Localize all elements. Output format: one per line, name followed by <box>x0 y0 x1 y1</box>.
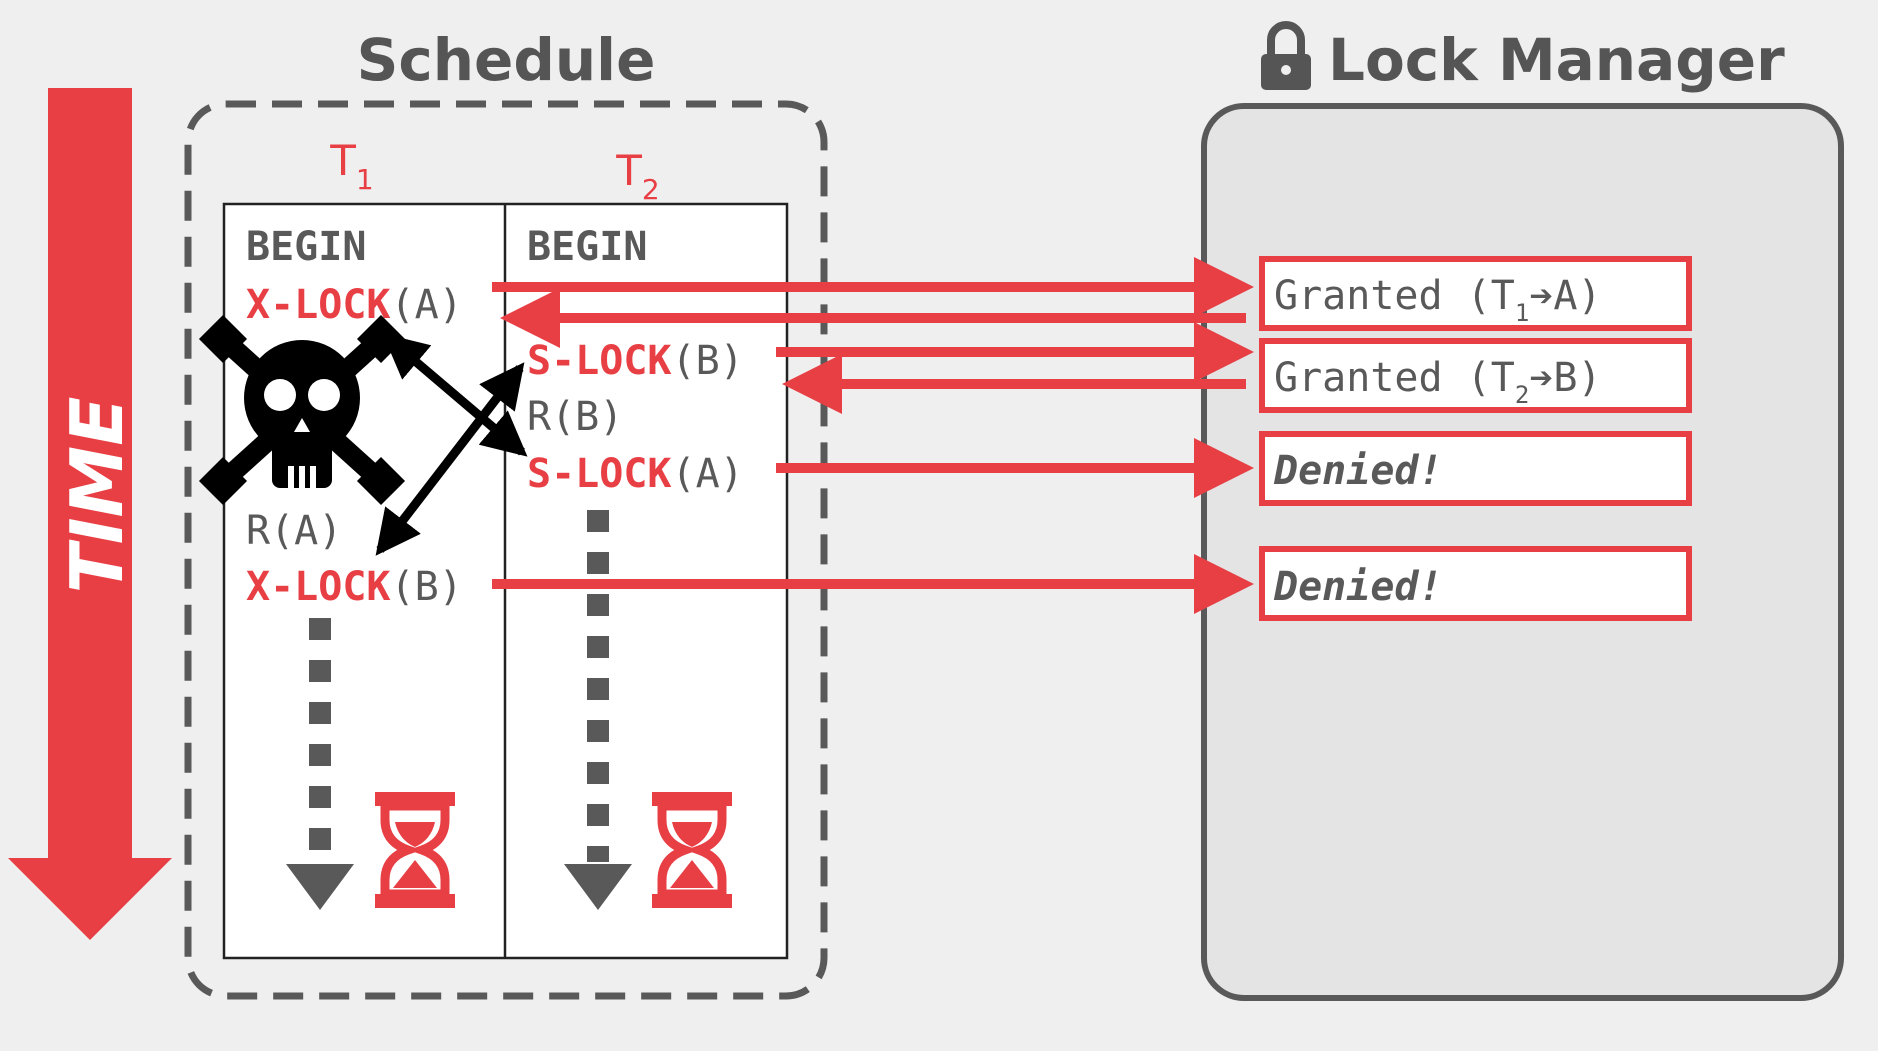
skull-crossbones-icon <box>198 314 406 506</box>
schedule-frame <box>184 100 828 1000</box>
request-arrows <box>492 257 1254 614</box>
svg-text:Denied!: Denied! <box>1273 564 1443 610</box>
t2-header: T2 <box>615 146 659 206</box>
svg-text:Granted (T2➔B): Granted (T2➔B) <box>1274 355 1602 409</box>
t1-xlock-b: X-LOCK(B) <box>246 564 463 610</box>
t1-wait-arrow <box>286 618 354 910</box>
response-denied-xlock-b: Denied! <box>1259 546 1692 621</box>
hourglass-icon <box>375 792 455 908</box>
t2-read-b: R(B) <box>527 394 623 440</box>
svg-text:Granted (T1➔A): Granted (T1➔A) <box>1274 273 1602 327</box>
hourglass-icon <box>652 792 732 908</box>
t1-xlock-a: X-LOCK(A) <box>246 282 463 328</box>
schedule-title: Schedule <box>357 26 656 94</box>
t2-slock-b: S-LOCK(B) <box>527 338 744 384</box>
time-label: TIME <box>55 397 139 594</box>
response-granted-t1: Granted (T1➔A) <box>1259 256 1692 331</box>
t1-begin: BEGIN <box>246 224 366 270</box>
t1-header: T1 <box>329 136 373 196</box>
t2-begin: BEGIN <box>527 224 647 270</box>
t1-read-a: R(A) <box>246 508 342 554</box>
lock-manager-title: Lock Manager <box>1328 26 1785 94</box>
lock-icon <box>1261 21 1311 90</box>
deadlock-arrows <box>375 333 528 556</box>
t2-slock-a: S-LOCK(A) <box>527 451 744 497</box>
response-denied-slock-a: Denied! <box>1259 431 1692 506</box>
time-arrow: TIME <box>8 88 172 940</box>
response-granted-t2: Granted (T2➔B) <box>1259 338 1692 413</box>
svg-text:Denied!: Denied! <box>1273 448 1443 494</box>
t2-wait-arrow <box>564 510 632 910</box>
